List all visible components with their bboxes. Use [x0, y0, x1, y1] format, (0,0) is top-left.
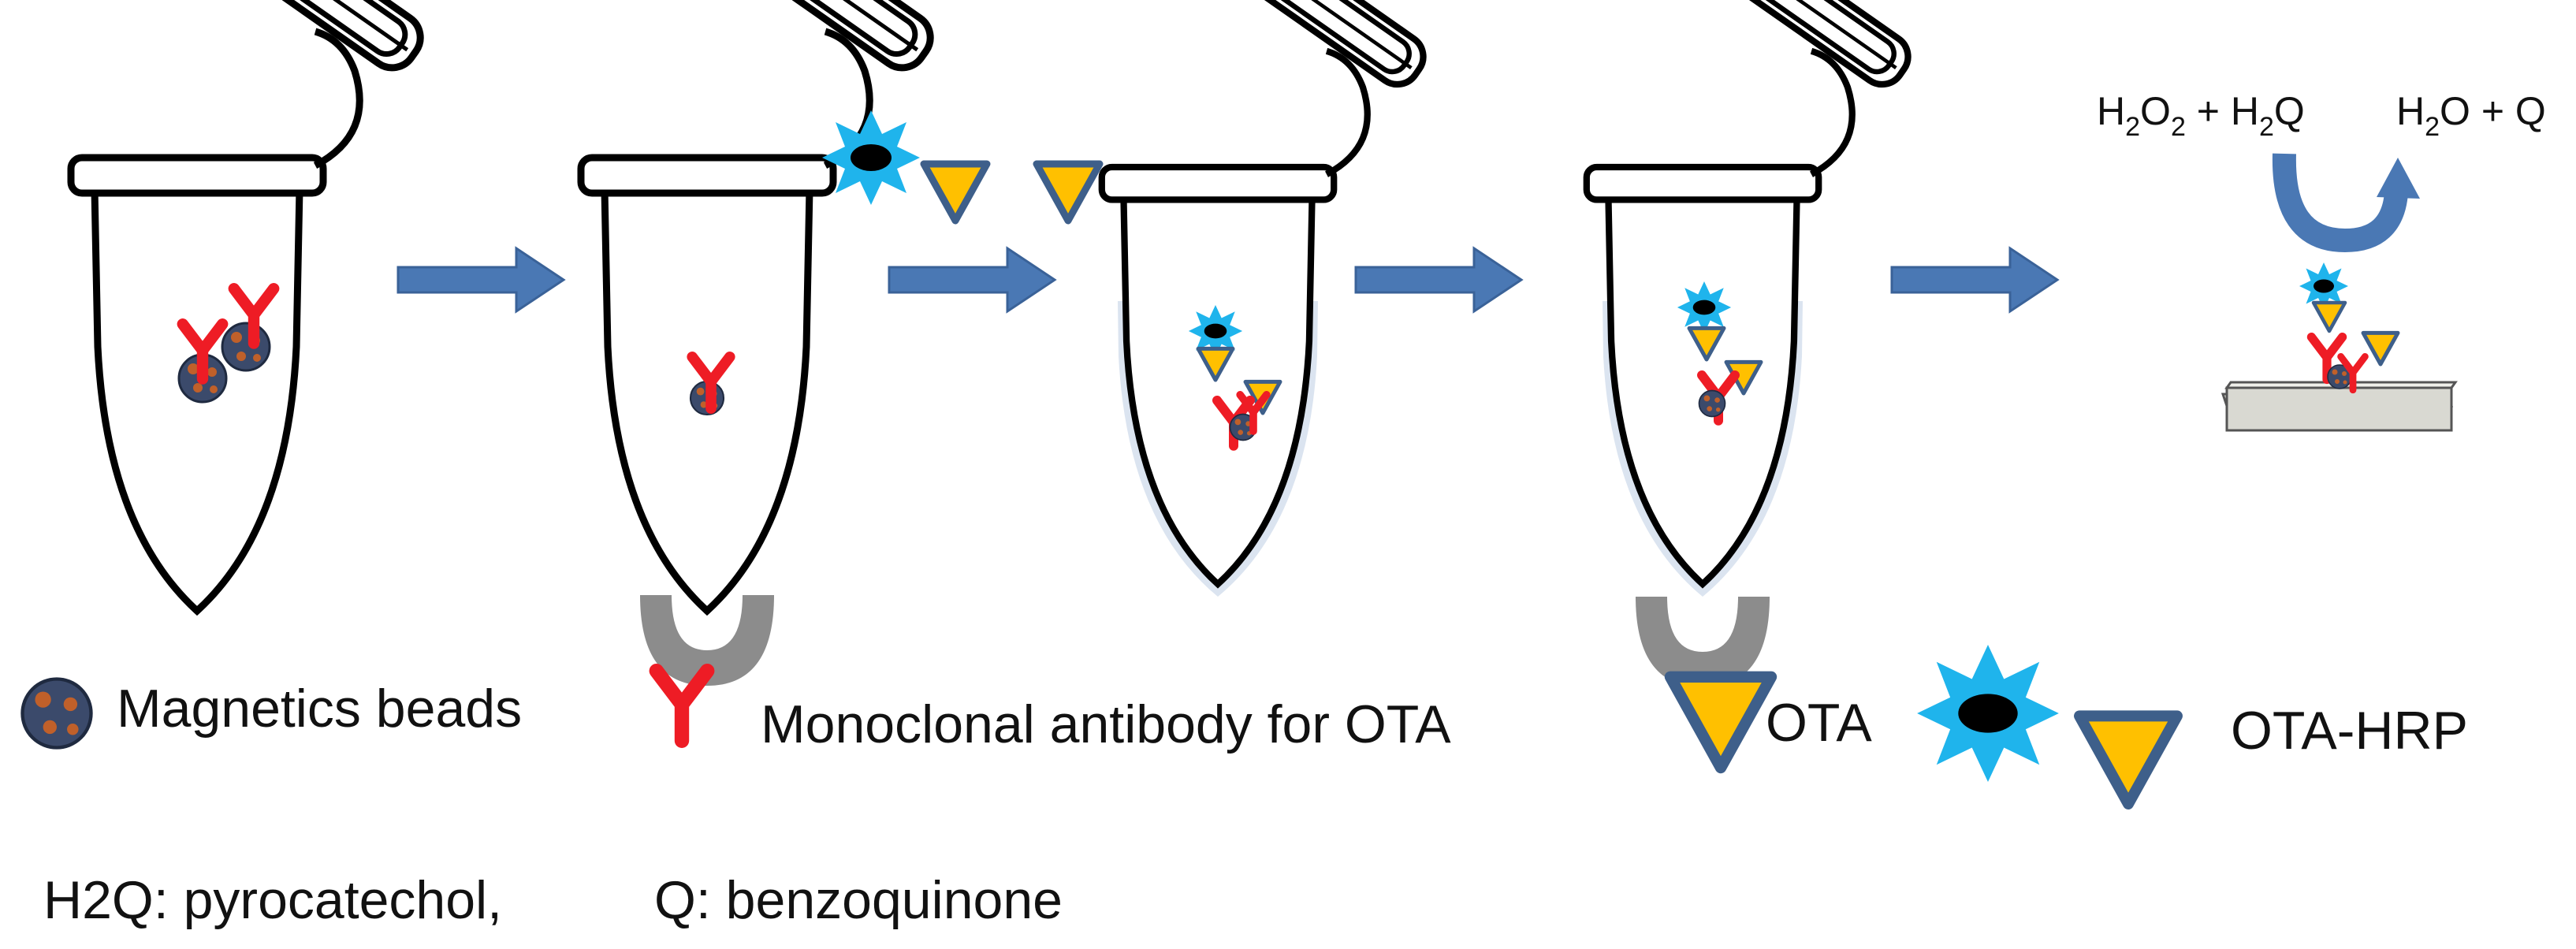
reaction-left: H2O2 + H2Q — [2097, 89, 2305, 142]
ota-icon — [1670, 677, 1771, 768]
legend: Magnetics beads Monoclonal antibody for … — [22, 645, 2468, 804]
legend-ota-hrp-label: OTA-HRP — [2231, 701, 2468, 761]
legend-ota-label: OTA — [1766, 693, 1872, 753]
legend-ota: OTA — [1670, 677, 1872, 768]
arrow-2 — [888, 247, 1056, 313]
arrow-4 — [1890, 247, 2059, 313]
ota-reagent-1 — [924, 164, 987, 221]
arrow-1 — [396, 247, 565, 313]
legend-beads-label: Magnetics beads — [117, 679, 522, 739]
note-q: Q: benzoquinone — [654, 870, 1063, 930]
tube-step-2 — [581, 0, 940, 686]
legend-ota-hrp: OTA-HRP — [1917, 645, 2468, 804]
ota-reagent-2 — [1037, 164, 1100, 221]
bead-icon — [22, 679, 91, 748]
electrode-step: H2O2 + H2Q H2O + Q — [2097, 89, 2546, 432]
tube-step-1 — [71, 0, 430, 611]
reaction-arrow — [2272, 153, 2408, 253]
legend-beads: Magnetics beads — [22, 679, 522, 748]
footer-notes: H2Q: pyrocatechol, Q: benzoquinone — [43, 870, 1063, 930]
legend-antibody: Monoclonal antibody for OTA — [657, 671, 1451, 754]
reaction-right: H2O + Q — [2396, 89, 2546, 142]
legend-antibody-label: Monoclonal antibody for OTA — [761, 694, 1451, 754]
electrode-surface — [2220, 381, 2458, 432]
note-h2q: H2Q: pyrocatechol, — [43, 870, 502, 930]
arrow-3 — [1354, 247, 1523, 313]
ota-hrp-reagent — [822, 110, 920, 205]
tube-step-4 — [1587, 0, 1917, 687]
tube-step-3 — [1102, 0, 1432, 597]
ota-hrp-triangle-icon — [2079, 716, 2177, 804]
hrp-icon — [1917, 645, 2059, 782]
